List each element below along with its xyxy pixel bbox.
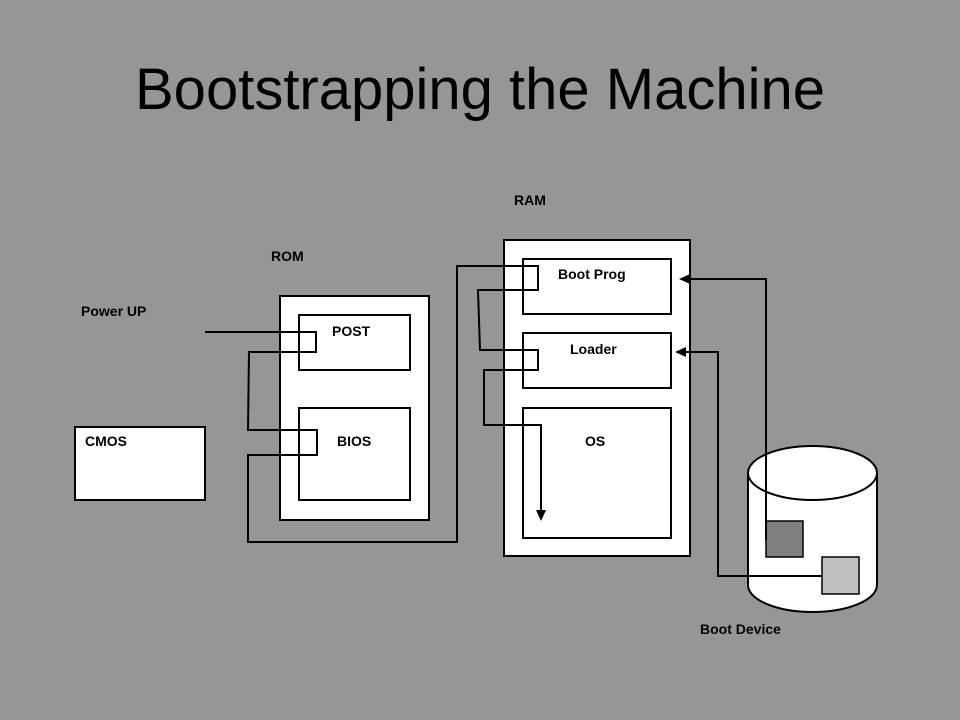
boot-prog-label: Boot Prog (558, 266, 626, 282)
loader-label: Loader (570, 341, 617, 357)
cmos-box (74, 426, 206, 501)
boot-prog-load-line (690, 278, 767, 540)
os-label: OS (585, 433, 605, 449)
boot-prog-box (522, 258, 672, 315)
rom-label: ROM (271, 248, 304, 264)
boot-prog-arrowhead (679, 274, 690, 284)
bios-label: BIOS (337, 433, 371, 449)
post-label: POST (332, 323, 371, 339)
loader-load-line (686, 351, 822, 577)
os-arrowhead (536, 510, 546, 521)
power-up-label: Power UP (81, 303, 146, 319)
execution-flow-line (205, 265, 542, 543)
ram-label: RAM (514, 192, 546, 208)
loader-arrowhead (675, 347, 686, 357)
os-box (522, 407, 672, 539)
slide-title: Bootstrapping the Machine (135, 57, 825, 122)
boot-sector-light (821, 556, 860, 595)
boot-device-cylinder (747, 445, 878, 613)
boot-device-label: Boot Device (700, 621, 781, 637)
post-box (298, 314, 411, 371)
boot-sector-dark (765, 520, 804, 558)
loader-box (522, 332, 672, 389)
cmos-label: CMOS (85, 433, 127, 449)
